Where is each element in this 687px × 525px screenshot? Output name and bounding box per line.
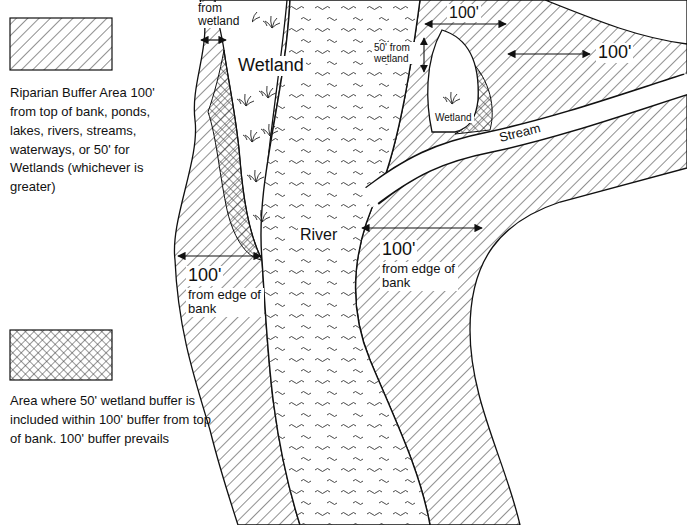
dimension-arrow — [508, 53, 590, 54]
crosshatch-swatch — [10, 330, 112, 380]
region-label: Wetland — [433, 112, 474, 123]
dimension-label: from wetland — [196, 2, 252, 28]
dimension-label: 100' — [186, 266, 223, 286]
wetland-symbol — [259, 86, 276, 98]
wetland-symbol — [253, 210, 270, 222]
wetland-symbol — [243, 130, 260, 142]
wetland-symbol — [443, 92, 460, 104]
region-label: River — [298, 226, 339, 244]
dimension-arrow — [201, 39, 226, 40]
wetland-symbol — [237, 94, 254, 106]
dimension-arrow — [425, 23, 506, 24]
dimension-label: from edge of bank — [380, 262, 458, 291]
outside-area — [545, 0, 687, 44]
wetland-island — [428, 30, 478, 132]
hatch-swatch — [10, 18, 112, 70]
dimension-arrow — [362, 227, 482, 228]
dimension-arrow — [423, 38, 424, 72]
wetland-symbol — [247, 170, 264, 182]
dimension-label: 100' — [447, 4, 481, 22]
stream — [366, 83, 687, 200]
region-label: Wetland — [236, 56, 306, 76]
dimension-label: from edge of bank — [186, 288, 264, 317]
legend-text: Riparian Buffer Area 100' from top of ba… — [10, 84, 176, 197]
dimension-label: 100' — [380, 240, 417, 260]
dimension-label: 100' — [596, 43, 633, 63]
overlap-area — [208, 50, 262, 260]
dimension-arrow — [178, 255, 261, 256]
wetland-symbol — [261, 124, 278, 136]
dimension-label: 50' from wetland — [372, 42, 420, 64]
wetland-symbol — [263, 16, 280, 28]
legend-text: Area where 50' wetland buffer is include… — [10, 392, 215, 449]
